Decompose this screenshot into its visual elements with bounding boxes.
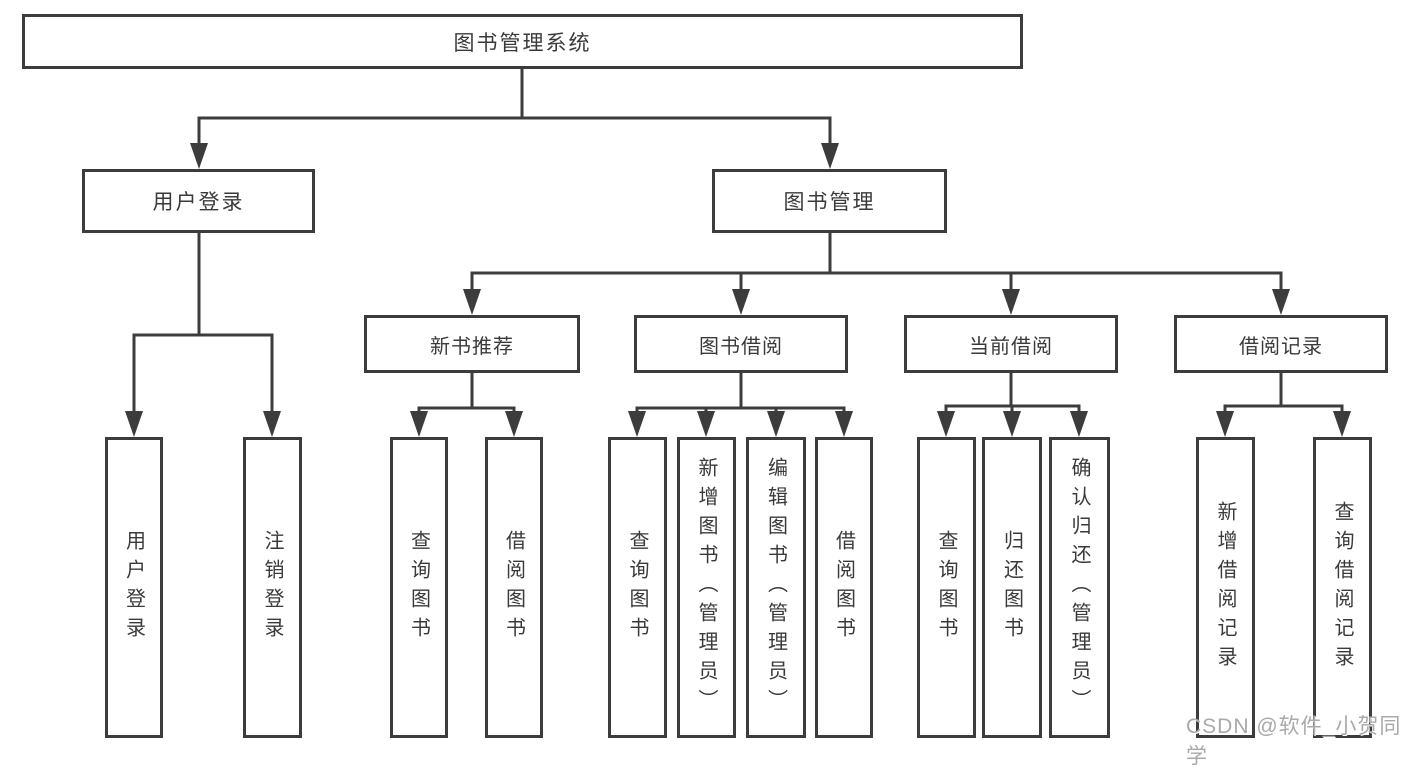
leaf-edit-books-admin: 编辑图书（管理员） xyxy=(746,437,806,738)
leaf-borrow-books: 借阅图书 xyxy=(815,437,873,738)
csdn-watermark: CSDN @软件_小贺同学 xyxy=(1186,715,1402,768)
connector-borrowrecords-to-leaves xyxy=(1223,371,1344,418)
connector-userlogin-to-leaves xyxy=(132,231,274,418)
leaf-user-login: 用户登录 xyxy=(105,437,163,738)
leaf-query-books-borrow: 查询图书 xyxy=(608,437,667,738)
leaf-borrow-books-recommend: 借阅图书 xyxy=(485,437,543,738)
node-borrowing-records: 借阅记录 xyxy=(1174,315,1388,373)
connector-bookborrow-to-leaves xyxy=(635,371,846,418)
leaf-query-books-current: 查询图书 xyxy=(917,437,976,738)
node-book-borrowing: 图书借阅 xyxy=(634,315,848,373)
leaf-confirm-return-admin: 确认归还（管理员） xyxy=(1049,437,1110,738)
connector-root-to-level2 xyxy=(197,67,832,150)
arrowheads xyxy=(125,143,1351,437)
node-new-book-recommendation: 新书推荐 xyxy=(364,315,580,373)
leaf-add-borrow-record: 新增借阅记录 xyxy=(1196,437,1255,738)
leaf-query-borrow-record: 查询借阅记录 xyxy=(1313,437,1372,738)
connector-newbook-to-leaves xyxy=(417,371,516,418)
leaf-return-books: 归还图书 xyxy=(982,437,1042,738)
node-library-management-system: 图书管理系统 xyxy=(22,14,1023,69)
node-book-management: 图书管理 xyxy=(712,169,947,233)
connector-bookmgmt-to-level3 xyxy=(470,231,1283,296)
leaf-logout: 注销登录 xyxy=(243,437,302,738)
node-current-borrowing: 当前借阅 xyxy=(904,315,1118,373)
leaf-query-books-recommend: 查询图书 xyxy=(390,437,448,738)
connector-lines xyxy=(125,67,1351,437)
diagram-canvas: 图书管理系统 用户登录 图书管理 新书推荐 图书借阅 当前借阅 借阅记录 用户登… xyxy=(22,14,1401,768)
node-user-login: 用户登录 xyxy=(82,169,315,233)
connector-currentborrow-to-leaves xyxy=(944,371,1081,418)
leaf-add-books-admin: 新增图书（管理员） xyxy=(677,437,736,738)
